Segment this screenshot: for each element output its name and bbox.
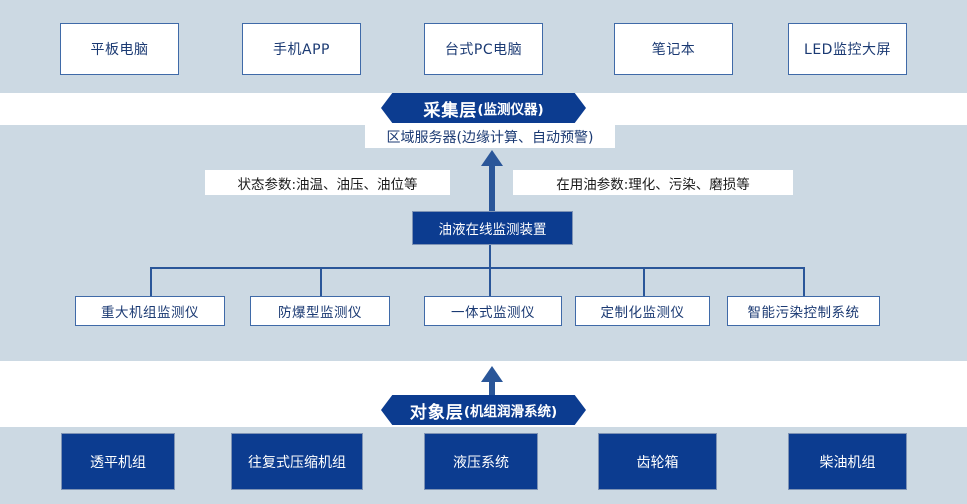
banner-main-label: 对象层 <box>409 402 464 423</box>
terminal-label: LED监控大屏 <box>804 42 891 58</box>
monitor-label: 智能污染控制系统 <box>747 305 860 321</box>
terminal-box-tablet[interactable]: 平板电脑 <box>60 23 179 75</box>
monitor-box-customized[interactable]: 定制化监测仪 <box>575 296 710 326</box>
banner-sub-label: (监测仪器) <box>477 102 544 118</box>
tree-trunk-line <box>489 245 491 268</box>
terminal-box-laptop[interactable]: 笔记本 <box>614 23 733 75</box>
tree-branch-5 <box>803 267 805 296</box>
in-service-oil-parameters-text: 在用油参数:理化、污染、磨损等 <box>556 176 750 193</box>
object-uplink-arrow-shaft <box>489 381 495 399</box>
regional-server-label: 区域服务器(边缘计算、自动预警) <box>365 125 615 148</box>
monitor-label: 定制化监测仪 <box>600 305 685 321</box>
banner-sub-label: (机组润滑系统) <box>463 404 558 420</box>
object-label: 柴油机组 <box>819 454 876 471</box>
terminal-label: 台式PC电脑 <box>444 42 523 58</box>
tree-branch-1 <box>150 267 152 296</box>
regional-server-text: 区域服务器(边缘计算、自动预警) <box>386 129 594 146</box>
object-label: 透平机组 <box>90 454 146 471</box>
terminal-label: 平板电脑 <box>90 42 149 58</box>
tree-branch-4 <box>643 267 645 296</box>
object-box-hydraulic-system[interactable]: 液压系统 <box>424 433 538 490</box>
object-label: 液压系统 <box>453 454 509 471</box>
tree-bus-line <box>150 267 805 269</box>
monitor-label: 防爆型监测仪 <box>278 305 362 321</box>
online-oil-monitoring-device-box[interactable]: 油液在线监测装置 <box>412 211 573 245</box>
uplink-arrow-head <box>481 150 503 166</box>
object-box-reciprocating-compressor[interactable]: 往复式压缩机组 <box>231 433 363 490</box>
object-box-gearbox[interactable]: 齿轮箱 <box>598 433 717 490</box>
terminal-box-desktop-pc[interactable]: 台式PC电脑 <box>424 23 543 75</box>
collection-layer-banner: 采集层 (监测仪器) <box>381 93 586 123</box>
status-parameters-label: 状态参数:油温、油压、油位等 <box>205 170 450 195</box>
in-service-oil-parameters-label: 在用油参数:理化、污染、磨损等 <box>513 170 793 195</box>
terminal-label: 笔记本 <box>651 42 696 58</box>
monitor-label: 重大机组监测仪 <box>101 305 199 321</box>
object-box-turbine-unit[interactable]: 透平机组 <box>61 433 175 490</box>
terminal-box-mobile-app[interactable]: 手机APP <box>242 23 361 75</box>
object-label: 齿轮箱 <box>636 454 679 471</box>
monitor-box-smart-contamination-control[interactable]: 智能污染控制系统 <box>727 296 880 326</box>
uplink-arrow-shaft <box>489 166 495 216</box>
object-box-diesel-unit[interactable]: 柴油机组 <box>788 433 907 490</box>
device-label: 油液在线监测装置 <box>438 222 547 238</box>
monitor-label: 一体式监测仪 <box>451 305 535 321</box>
monitor-box-explosion-proof[interactable]: 防爆型监测仪 <box>250 296 390 326</box>
banner-main-label: 采集层 <box>423 100 478 121</box>
object-uplink-arrow-head <box>481 366 503 382</box>
object-label: 往复式压缩机组 <box>248 454 346 471</box>
tree-branch-2 <box>320 267 322 296</box>
terminal-label: 手机APP <box>273 42 330 58</box>
terminal-box-led-screen[interactable]: LED监控大屏 <box>788 23 907 75</box>
monitor-box-integrated[interactable]: 一体式监测仪 <box>424 296 562 326</box>
tree-branch-3 <box>489 267 491 296</box>
object-layer-banner: 对象层 (机组润滑系统) <box>381 395 586 425</box>
status-parameters-text: 状态参数:油温、油压、油位等 <box>237 176 418 193</box>
monitor-box-major-unit[interactable]: 重大机组监测仪 <box>75 296 225 326</box>
